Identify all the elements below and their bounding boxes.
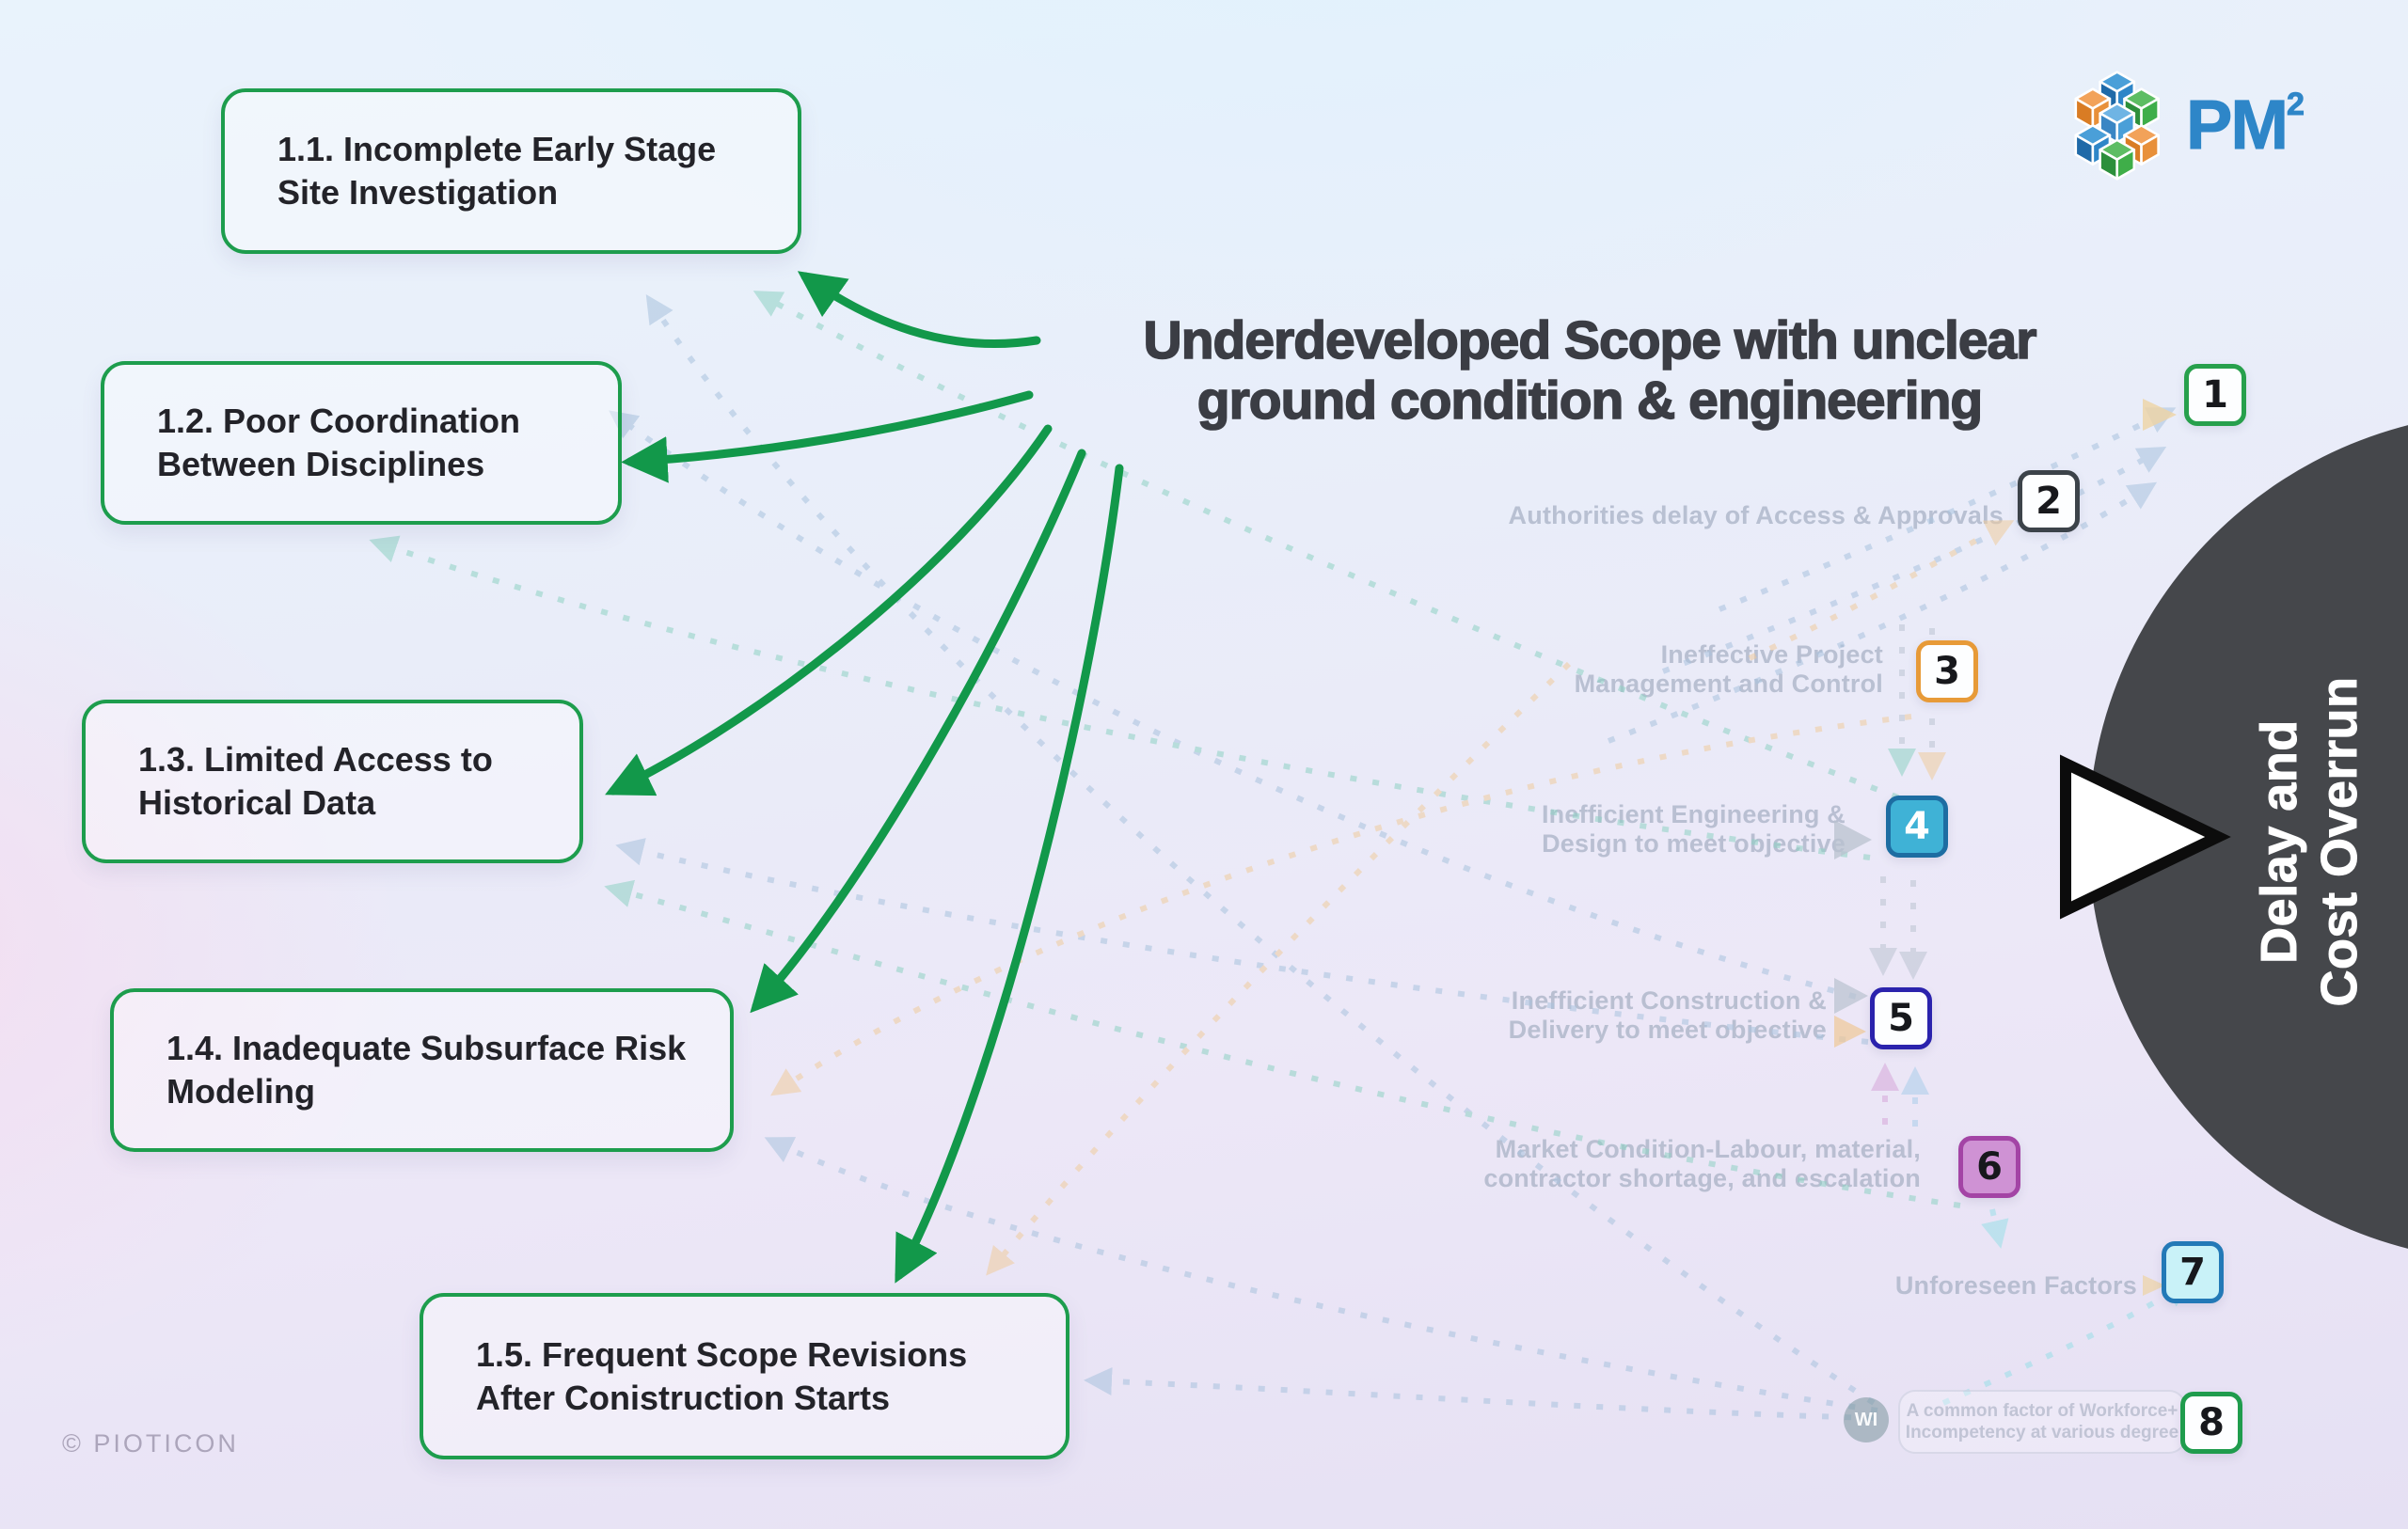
cause-box-1-5: 1.5. Frequent Scope Revisions After Coni… [420, 1293, 1069, 1459]
cause-box-1-4: 1.4. Inadequate Subsurface Risk Modeling [110, 988, 734, 1152]
factor-label-7-line1: Unforeseen Factors [1894, 1271, 2137, 1300]
factor-badge-2-number: 2 [2036, 480, 2062, 523]
arrowhead-accents [1834, 399, 2177, 1296]
factor-badge-4-number: 4 [1904, 805, 1930, 848]
factor-label-2-line1: Authorities delay of Access & Approvals [1508, 501, 2004, 529]
workforce-note-line1: A common factor of Workforce+ [1906, 1401, 2178, 1421]
pm2-logo: PM2 [2060, 70, 2305, 186]
factor-badge-8: 8 [2180, 1392, 2242, 1454]
factor-badge-4: 4 [1886, 796, 1948, 858]
pm2-logo-sup: 2 [2287, 87, 2305, 122]
factor-badge-1: 1 [2184, 364, 2246, 426]
factor-label-2: Authorities delay of Access & Approvals [1467, 501, 2004, 530]
cause-box-1-3: 1.3. Limited Access to Historical Data [82, 700, 583, 863]
arrowhead-icon [1834, 1016, 1866, 1048]
cause-box-1-2: 1.2. Poor Coordination Between Disciplin… [101, 361, 622, 525]
influence-lines [369, 291, 2194, 1421]
factor-badge-8-number: 8 [2198, 1401, 2225, 1444]
workforce-note: A common factor of Workforce+ Incompeten… [1898, 1390, 2186, 1454]
pm2-logo-pm: PM [2186, 86, 2289, 164]
play-arrow-icon [2060, 754, 2231, 920]
factor-badge-5-number: 5 [1888, 997, 1914, 1040]
factor-label-4: Inefficient Engineering & Design to meet… [1430, 800, 1846, 859]
page-title: Underdeveloped Scope with unclear ground… [959, 309, 2220, 432]
factor-badge-7: 7 [2162, 1241, 2224, 1303]
outcome-line2: Cost Overrun [2311, 676, 2368, 1007]
factor-label-6-line1: Market Condition-Labour, material, [1495, 1135, 1921, 1163]
outcome-label: Delay and Cost Overrun [2239, 597, 2380, 1086]
pm2-cube-icon [2074, 71, 2160, 181]
factor-badge-5: 5 [1870, 987, 1932, 1049]
cause-box-1-2-label: 1.2. Poor Coordination Between Disciplin… [157, 402, 521, 483]
pm2-logo-text: PM2 [2186, 87, 2305, 161]
cause-box-1-4-label: 1.4. Inadequate Subsurface Risk Modeling [166, 1029, 687, 1111]
arrowhead-icon [1834, 978, 1868, 1014]
factor-badge-3: 3 [1916, 640, 1978, 702]
factor-label-5-line1: Inefficient Construction & [1511, 986, 1827, 1015]
outcome-line1: Delay and [2251, 719, 2308, 965]
factor-label-4-line2: Design to meet objective [1542, 829, 1846, 858]
workforce-note-line2: Incompetency at various degree [1905, 1423, 2179, 1442]
page-title-line2: ground condition & engineering [1196, 370, 1984, 432]
cause-box-1-1: 1.1. Incomplete Early Stage Site Investi… [221, 88, 801, 254]
avatar-initials: WI [1854, 1409, 1878, 1430]
arrowhead-icon [2143, 399, 2177, 431]
factor-badge-7-number: 7 [2179, 1251, 2206, 1294]
factor-badge-3-number: 3 [1934, 650, 1960, 693]
watermark: © PIOTICON [62, 1429, 239, 1458]
cause-box-1-5-label: 1.5. Frequent Scope Revisions After Coni… [476, 1334, 968, 1417]
cause-box-1-1-label: 1.1. Incomplete Early Stage Site Investi… [277, 130, 717, 212]
factor-label-7: Unforeseen Factors [1825, 1271, 2137, 1300]
cause-box-1-3-label: 1.3. Limited Access to Historical Data [138, 740, 493, 822]
arrowhead-icon [2143, 1275, 2165, 1296]
factor-badge-6-number: 6 [1976, 1145, 2003, 1189]
avatar: WI [1844, 1397, 1889, 1442]
factor-label-3-line2: Management and Control [1574, 670, 1883, 698]
arrowhead-icon [1834, 820, 1872, 859]
cause-arrows [605, 271, 1124, 1284]
factor-badge-2: 2 [2018, 470, 2080, 532]
factor-label-4-line1: Inefficient Engineering & [1541, 800, 1846, 828]
factor-badge-6: 6 [1958, 1136, 2020, 1198]
page-title-line1: Underdeveloped Scope with unclear [1143, 309, 2037, 371]
factor-badge-1-number: 1 [2202, 373, 2228, 417]
